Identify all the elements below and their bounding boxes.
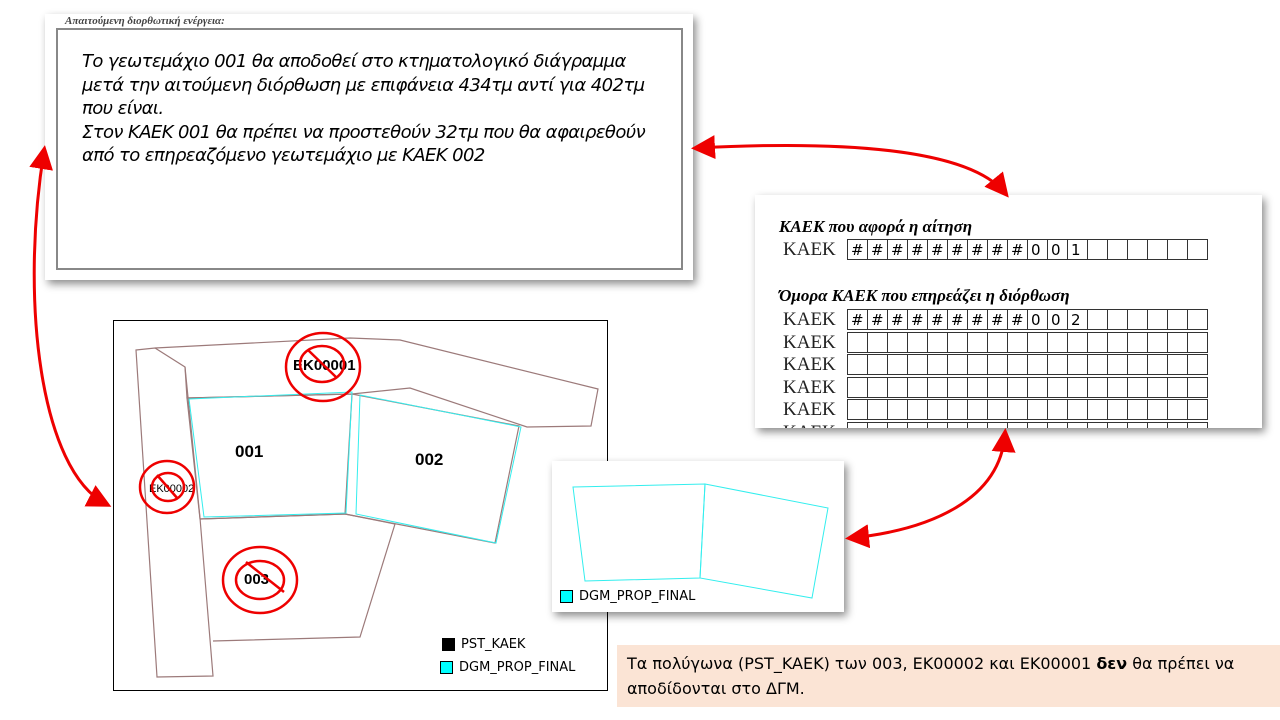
legend-dgm: DGM_PROP_FINAL <box>440 660 575 675</box>
correction-text: Το γεωτεμάχιο 001 θα αποδοθεί στο κτηματ… <box>82 50 646 168</box>
kaek-label: ΚΑΕΚ <box>783 331 836 353</box>
dgm-preview-001 <box>572 483 706 582</box>
prohibited-icon <box>221 545 299 615</box>
kaek-cell <box>1187 354 1208 375</box>
pst-kaek-polygons <box>135 337 599 678</box>
parcel-map: PST_KAEK DGM_PROP_FINAL <box>113 320 608 691</box>
legend-label: DGM_PROP_FINAL <box>459 660 576 675</box>
kaek-cell <box>1187 331 1208 353</box>
kaek-grid <box>847 399 1208 420</box>
text-line: Το γεωτεμάχιο 001 θα αποδοθεί στο κτηματ… <box>82 51 626 72</box>
legend-label: PST_KAEK <box>461 637 526 652</box>
arrow-text-to-form <box>691 135 1009 198</box>
parcel-label: 003 <box>244 571 269 588</box>
legend-label: DGM_PROP_FINAL <box>579 589 696 604</box>
correction-box: Απαιτούμενη διορθωτική ενέργεια: Το γεωτ… <box>45 14 693 280</box>
dgm-preview-002 <box>699 483 829 599</box>
kaek-cell <box>1187 399 1208 420</box>
dgm-polygons <box>188 391 829 599</box>
kaek-grid <box>847 331 1208 353</box>
link-arrows <box>29 135 1016 549</box>
text-line: από το επηρεαζόμενο γεωτεμάχιο με ΚΑΕΚ 0… <box>82 145 485 166</box>
kaek-label: ΚΑΕΚ <box>783 309 836 330</box>
prohibited-icon <box>138 459 196 515</box>
parcel-label: 002 <box>415 450 443 469</box>
note-text: Τα πολύγωνα (PST_KAEK) των 003, ΕΚ00002 … <box>627 654 1097 673</box>
parcel-label: 001 <box>235 442 263 461</box>
dgm-002 <box>355 394 522 544</box>
kaek-grid <box>847 421 1208 428</box>
kaek-label: ΚΑΕΚ <box>783 239 836 260</box>
kaek-cell <box>1187 376 1208 398</box>
kaek-grid <box>847 376 1208 398</box>
parcel-ek00001 <box>154 337 599 428</box>
legend-dgm: DGM_PROP_FINAL <box>560 589 695 604</box>
kaek-grid <box>847 354 1208 375</box>
parcel-001 <box>186 393 353 520</box>
dgm-001 <box>188 391 353 518</box>
parcel-003 <box>199 513 396 642</box>
legend-swatch <box>442 638 455 651</box>
note-box: Τα πολύγωνα (PST_KAEK) των 003, ΕΚ00002 … <box>617 645 1280 707</box>
kaek-label: ΚΑΕΚ <box>783 399 836 420</box>
legend-pst-kaek: PST_KAEK <box>442 637 525 652</box>
legend-swatch <box>560 590 573 603</box>
text-line: που είναι. <box>82 98 164 119</box>
correction-text-frame: Το γεωτεμάχιο 001 θα αποδοθεί στο κτηματ… <box>56 28 683 270</box>
arrow-form-to-preview <box>845 428 1016 549</box>
kaek-heading: ΚΑΕΚ που αφορά η αίτηση <box>779 217 973 236</box>
text-line: Στον ΚΑΕΚ 001 θα πρέπει να προστεθούν 32… <box>82 121 646 143</box>
correction-caption: Απαιτούμενη διορθωτική ενέργεια: <box>65 15 225 27</box>
kaek-cell <box>1187 239 1208 260</box>
prohibited-icon <box>284 331 362 403</box>
note-text: θα πρέπει να αποδίδονται στο ΔΓΜ. <box>627 654 1235 698</box>
kaek-cell <box>1187 309 1208 330</box>
adjacent-kaek-heading: Όμορα ΚΑΕΚ που επηρεάζει η διόρθωση <box>779 286 1070 305</box>
text-line: μετά την αιτούμενη διόρθωση με επιφάνεια… <box>82 74 645 96</box>
arrow-text-to-map <box>29 145 112 507</box>
legend-swatch <box>440 661 453 674</box>
dgm-preview-map: DGM_PROP_FINAL <box>552 461 844 612</box>
kaek-label: ΚΑΕΚ <box>783 354 836 375</box>
kaek-label: ΚΑΕΚ <box>783 422 836 429</box>
kaek-cell <box>1187 421 1208 428</box>
note-emphasis: δεν <box>1096 654 1128 673</box>
kaek-label: ΚΑΕΚ <box>783 376 836 398</box>
